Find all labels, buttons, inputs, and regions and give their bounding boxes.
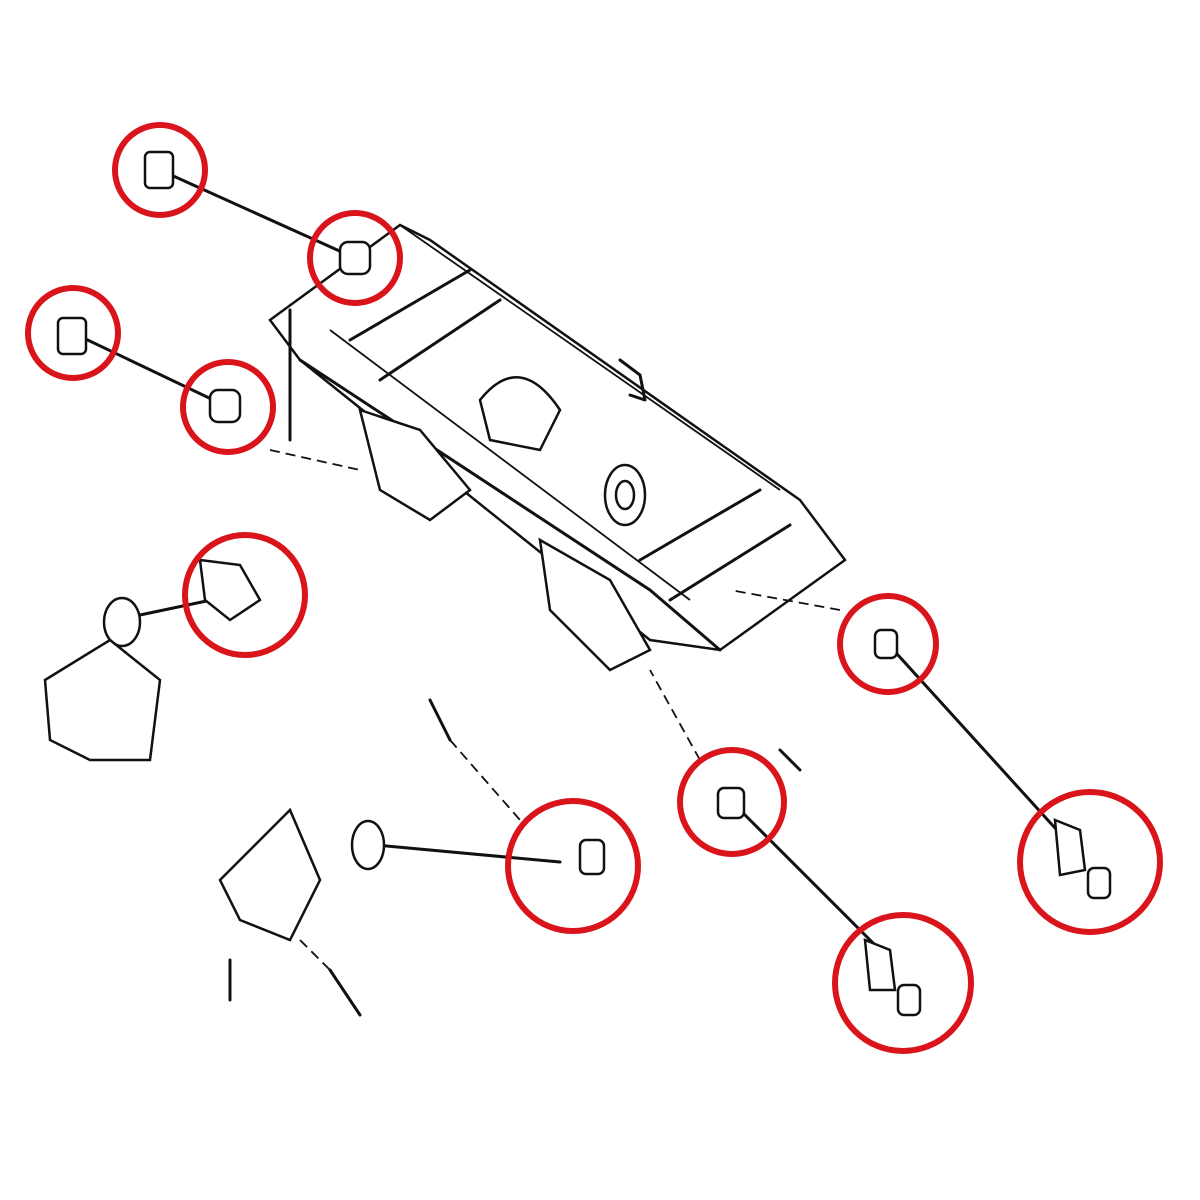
control-arms (43, 150, 1112, 1017)
highlight-circle (832, 912, 974, 1054)
highlight-circle (182, 532, 308, 658)
highlight-circle (677, 747, 787, 857)
highlight-circle (505, 798, 641, 934)
highlight-circle (307, 210, 403, 306)
highlight-circle (112, 122, 208, 218)
bushing-highlights (25, 122, 1163, 1054)
mounting-bolts (228, 308, 841, 1017)
highlight-circle (25, 285, 121, 381)
highlight-circle (1017, 789, 1163, 935)
highlight-circle (180, 359, 276, 455)
rear-subframe (268, 223, 847, 672)
highlight-circle (837, 593, 939, 695)
